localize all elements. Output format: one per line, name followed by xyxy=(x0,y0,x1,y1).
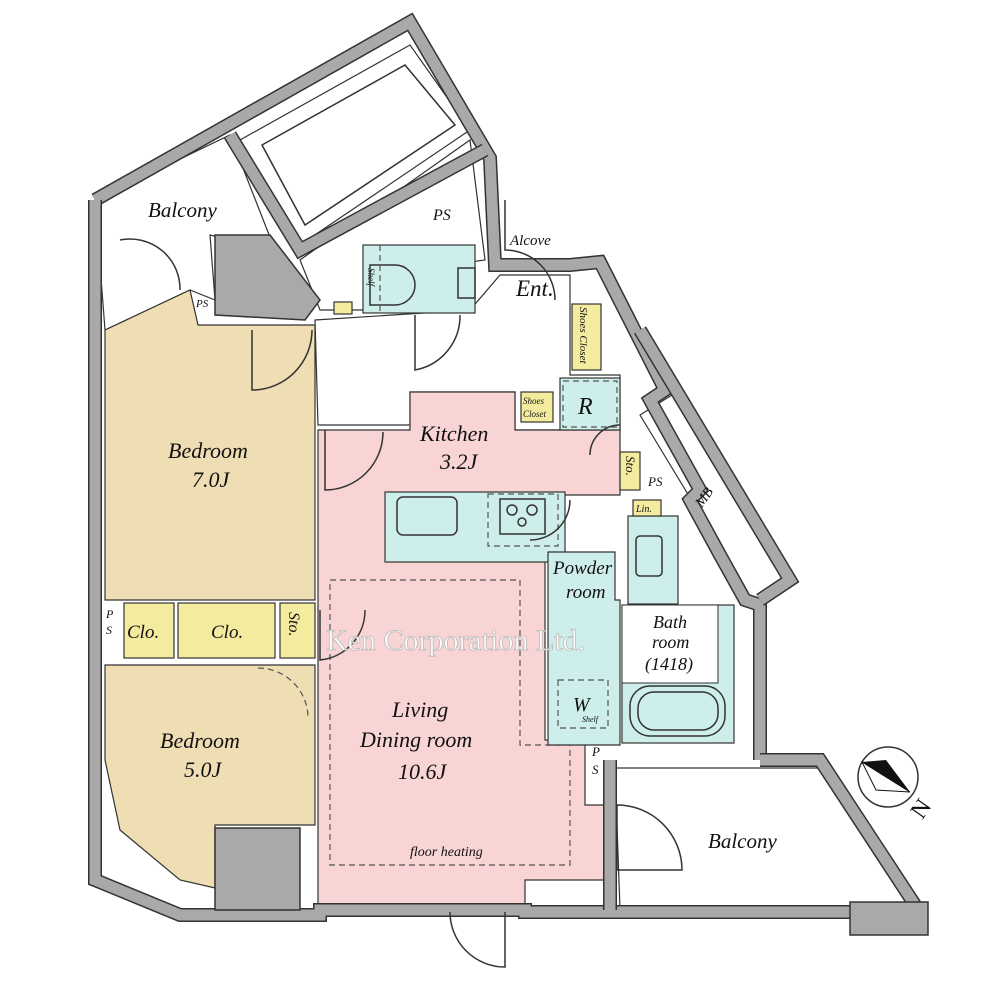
label-ps-left-2: S xyxy=(106,623,112,637)
label-ps-left-1: P xyxy=(105,607,114,621)
label-balcony-top: Balcony xyxy=(148,198,217,222)
stove xyxy=(499,498,546,535)
closet-1 xyxy=(123,602,175,659)
label-ps-top: PS xyxy=(432,207,451,224)
label-kitchen-size: 3.2J xyxy=(439,449,479,474)
label-ps-bath-2: S xyxy=(592,762,599,777)
label-ps-small: PS xyxy=(195,298,209,310)
stove-dashed xyxy=(487,493,559,547)
label-floor-heating: floor heating xyxy=(410,845,483,860)
label-bedroom2-size: 5.0J xyxy=(184,757,223,782)
label-bath-3: (1418) xyxy=(645,654,693,675)
kitchen-counter xyxy=(384,491,566,563)
watermark: Ken Corporation Ltd. xyxy=(326,624,585,657)
label-washer-shelf: Shelf xyxy=(582,715,600,724)
vanity-sink xyxy=(635,535,663,577)
kitchen-storage xyxy=(619,451,641,491)
powder-room xyxy=(547,551,621,746)
label-shoes-closet-tall: Shoes Closet xyxy=(577,307,589,364)
small-storage-hall xyxy=(333,301,353,315)
label-bedroom2-name: Bedroom xyxy=(160,728,240,753)
label-linen: Lin. xyxy=(635,504,652,515)
label-storage-kitchen: Sto. xyxy=(623,456,638,476)
bathtub xyxy=(629,685,726,737)
toilet xyxy=(369,264,416,306)
label-alcove: Alcove xyxy=(509,233,551,249)
label-powder-1: Powder xyxy=(552,558,613,579)
planter-inner xyxy=(260,64,457,227)
label-closet-2: Clo. xyxy=(211,622,243,643)
refrigerator-space xyxy=(559,377,621,431)
walls xyxy=(88,12,929,936)
label-closet-1: Clo. xyxy=(127,622,159,643)
label-shelf-toilet: Shelf xyxy=(366,268,376,287)
label-bath-2: room xyxy=(652,632,689,652)
storage-bedroom xyxy=(279,602,316,659)
shoes-closet-tall xyxy=(571,303,602,371)
label-ps-bath-1: P xyxy=(591,744,600,759)
sink xyxy=(396,496,458,536)
label-shoes-2: Closet xyxy=(523,409,547,419)
label-storage-bedroom: Sto. xyxy=(285,612,302,636)
closet-2 xyxy=(177,602,276,659)
label-bedroom1-name: Bedroom xyxy=(168,438,248,463)
label-living-1: Living xyxy=(391,697,448,722)
label-shoes-1: Shoes xyxy=(523,396,544,406)
label-washer: W xyxy=(573,694,592,716)
label-entrance: Ent. xyxy=(515,276,554,301)
toilet-room xyxy=(362,244,476,314)
label-living-size: 10.6J xyxy=(398,759,448,784)
doors xyxy=(119,200,683,968)
label-bath-1: Bath xyxy=(653,612,687,632)
shoes-closet-small xyxy=(520,391,554,423)
compass-icon: N xyxy=(857,746,937,824)
label-powder-2: room xyxy=(566,582,605,603)
label-bedroom1-size: 7.0J xyxy=(192,467,231,492)
label-ps-kitchen: PS xyxy=(647,474,663,489)
label-kitchen-name: Kitchen xyxy=(419,421,488,446)
linen-closet xyxy=(632,499,662,517)
label-living-2: Dining room xyxy=(359,727,472,752)
washer-space xyxy=(557,679,609,729)
compass-north-label: N xyxy=(906,795,937,824)
label-refrigerator: R xyxy=(577,394,593,420)
room-labels: Balcony PS Alcove Ent. Shoes Closet Shoe… xyxy=(105,198,777,860)
label-balcony-bottom: Balcony xyxy=(708,829,777,853)
